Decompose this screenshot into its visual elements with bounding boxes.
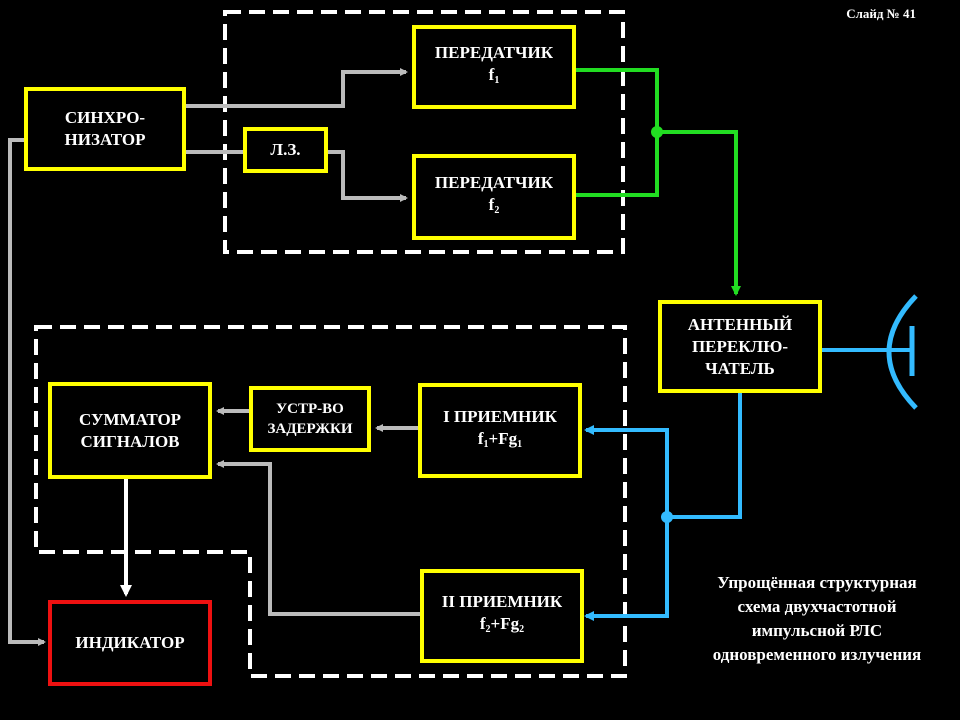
antenna-icon bbox=[886, 294, 918, 410]
receiver-dashed-frame bbox=[34, 325, 627, 678]
tx-junction-dot bbox=[651, 126, 663, 138]
receiver-2-label: II ПРИЕМНИК bbox=[441, 592, 563, 611]
sync-to-indicator-wire bbox=[8, 138, 46, 646]
delay-line-block: Л.З. bbox=[243, 127, 328, 173]
rx2-to-summator-wire bbox=[216, 460, 420, 616]
transmitter-dashed-frame bbox=[223, 10, 625, 254]
sync-to-tx1-wire bbox=[186, 68, 408, 108]
transmitter-2-label: ПЕРЕДАТЧИК bbox=[434, 173, 554, 192]
receiver-1-frequency: f1+Fg1 bbox=[477, 428, 523, 450]
control-wires bbox=[8, 68, 420, 646]
to-rx2-wire bbox=[584, 517, 669, 621]
transmitter-1-frequency: f1 bbox=[488, 65, 500, 86]
slide-number: Слайд № 41 bbox=[846, 6, 916, 21]
delay-device-label: УСТР-ВО ЗАДЕРЖКИ bbox=[267, 401, 353, 437]
rx-junction-dot bbox=[661, 511, 673, 523]
diagram-caption: Упрощённая структурная схема двухчастотн… bbox=[712, 573, 922, 664]
indicator-block: ИНДИКАТОР bbox=[48, 600, 212, 686]
receiver-2-block: II ПРИЕМНИК f2+Fg2 bbox=[420, 569, 584, 663]
receiver-2-frequency: f2+Fg2 bbox=[479, 614, 525, 635]
delay-device-block: УСТР-ВО ЗАДЕРЖКИ bbox=[249, 386, 371, 452]
summator-block: СУММАТОР СИГНАЛОВ bbox=[48, 382, 212, 479]
delay-line-label: Л.З. bbox=[270, 140, 301, 159]
to-rx1-wire bbox=[584, 425, 669, 517]
synchronizer-label: СИНХРО- НИЗАТОР bbox=[64, 108, 146, 149]
transmitter-1-block: ПЕРЕДАТЧИК f1 bbox=[412, 25, 576, 109]
tx-to-antenna-switch-wire bbox=[657, 130, 741, 296]
antenna-switch-label: АНТЕННЫЙ ПЕРЕКЛЮ- ЧАТЕЛЬ bbox=[687, 314, 793, 378]
receiver-input-wires bbox=[584, 348, 912, 621]
antenna-switch-block: АНТЕННЫЙ ПЕРЕКЛЮ- ЧАТЕЛЬ bbox=[658, 300, 822, 393]
summator-label: СУММАТОР СИГНАЛОВ bbox=[78, 409, 182, 451]
receiver-1-label: I ПРИЕМНИК bbox=[443, 406, 557, 426]
receiver-1-block: I ПРИЕМНИК f1+Fg1 bbox=[418, 383, 582, 478]
transmitter-1-label: ПЕРЕДАТЧИК bbox=[434, 43, 554, 62]
transmitter-2-frequency: f2 bbox=[488, 195, 500, 216]
transmitter-output-wires bbox=[576, 68, 741, 296]
tx1-output-wire bbox=[576, 68, 659, 132]
indicator-label: ИНДИКАТОР bbox=[75, 633, 185, 652]
tx2-output-wire bbox=[576, 132, 659, 197]
transmitter-2-block: ПЕРЕДАТЧИК f2 bbox=[412, 154, 576, 240]
antenna-switch-rx-wire bbox=[667, 393, 742, 519]
synchronizer-block: СИНХРО- НИЗАТОР bbox=[24, 87, 186, 171]
delayline-to-tx2-wire bbox=[328, 150, 408, 202]
